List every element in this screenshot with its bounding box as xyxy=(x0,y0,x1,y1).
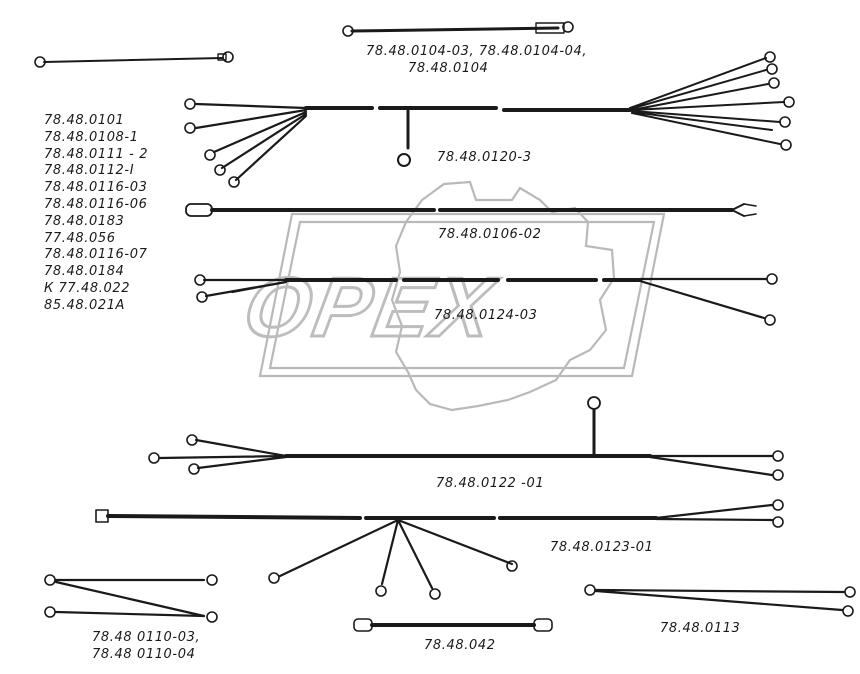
ring-terminal xyxy=(268,572,280,584)
harness-78-48-0122-01 xyxy=(148,396,784,481)
ring-terminal xyxy=(206,574,218,586)
label-78-48-0124-03: 78.48.0124-03 xyxy=(434,308,538,323)
ring-terminal xyxy=(188,463,200,475)
ring-terminal xyxy=(779,116,791,128)
ring-terminal xyxy=(764,51,776,63)
label-78-48-0110-b: 78.48 0110-04 xyxy=(92,647,196,662)
part-list-item: 77.48.056 xyxy=(44,230,116,246)
label-78-48-0123-01: 78.48.0123-01 xyxy=(550,540,654,555)
ring-terminal xyxy=(562,21,574,33)
ring-terminal xyxy=(148,452,160,464)
part-list-item: 78.48.0116-03 xyxy=(44,180,148,196)
ring-terminal xyxy=(342,25,354,37)
ring-terminal xyxy=(228,176,240,188)
part-list-item: 78.48.0108-1 xyxy=(44,129,139,145)
ring-terminal xyxy=(780,139,792,151)
ring-terminal xyxy=(429,588,441,600)
harness-78-48-0124-03 xyxy=(194,273,778,326)
part-list-item: 78.48.0184 xyxy=(44,264,125,280)
ring-terminal xyxy=(764,314,776,326)
harness-78-48-0120-3 xyxy=(184,51,795,188)
watermark-frame-inner xyxy=(268,220,656,370)
cable-78-48-042 xyxy=(353,618,553,632)
label-78-48-0113: 78.48.0113 xyxy=(660,621,741,636)
ring-terminal xyxy=(44,574,56,586)
part-list-item: 78.48.0101 xyxy=(44,113,125,128)
watermark-frame xyxy=(258,212,666,378)
part-list-item: 78.48.0116-07 xyxy=(44,247,148,263)
cable-78-48-0113 xyxy=(584,584,856,617)
ring-terminal xyxy=(584,584,596,596)
ring-terminal xyxy=(184,122,196,134)
ring-terminal xyxy=(587,396,601,410)
ring-terminal xyxy=(783,96,795,108)
ring-terminal xyxy=(184,98,196,110)
harness-78-48-0123-01 xyxy=(95,499,784,600)
ring-terminal xyxy=(768,77,780,89)
label-78-48-0104-a: 78.48.0104-03, 78.48.0104-04, xyxy=(366,44,588,59)
gear-icon xyxy=(390,180,616,412)
part-list-item: 78.48.0112-I xyxy=(44,163,135,179)
ring-terminal xyxy=(214,164,226,176)
part-list-item: 78.48.0111 - 2 xyxy=(44,146,149,162)
ring-terminal xyxy=(204,149,216,161)
watermark-text: OPEX xyxy=(238,260,505,354)
ring-terminal xyxy=(186,434,198,446)
label-78-48-0104-b: 78.48.0104 xyxy=(408,61,489,76)
ring-terminal xyxy=(772,469,784,481)
ring-terminal xyxy=(194,274,206,286)
label-78-48-0110-a: 78.48 0110-03, xyxy=(92,630,201,645)
ring-terminal xyxy=(842,605,854,617)
cable-78-48-0106-02 xyxy=(185,203,757,217)
ring-terminal xyxy=(772,450,784,462)
ring-terminal xyxy=(506,560,518,572)
ring-terminal xyxy=(34,56,46,68)
part-list-item: 78.48.0116-06 xyxy=(44,196,148,212)
ring-terminal xyxy=(222,51,234,63)
ring-terminal xyxy=(766,63,778,75)
cable-single-top-left xyxy=(34,51,234,68)
ring-terminal xyxy=(375,585,387,597)
part-list-item: К 77.48.022 xyxy=(44,280,131,296)
cable-78-48-0104 xyxy=(342,21,574,37)
ring-terminal xyxy=(44,606,56,618)
ring-terminal xyxy=(772,499,784,511)
ring-terminal xyxy=(772,516,784,528)
ring-terminal xyxy=(397,153,411,167)
ring-terminal xyxy=(766,273,778,285)
part-list-item: 85.48.021А xyxy=(44,297,126,313)
ring-terminal xyxy=(844,586,856,598)
label-78-48-042: 78.48.042 xyxy=(424,638,496,653)
opex-watermark: OPEX xyxy=(236,180,666,412)
label-78-48-0122-01: 78.48.0122 -01 xyxy=(436,476,545,491)
label-78-48-0106-02: 78.48.0106-02 xyxy=(438,227,542,242)
cable-78-48-0110-03 xyxy=(44,574,218,623)
part-list-item: 78.48.0183 xyxy=(44,213,125,229)
part-number-list: 78.48.0101 78.48.0108-1 78.48.0111 - 2 7… xyxy=(44,113,148,315)
label-78-48-0120-3: 78.48.0120-3 xyxy=(437,150,532,165)
ring-terminal xyxy=(206,611,218,623)
ring-terminal xyxy=(196,291,208,303)
